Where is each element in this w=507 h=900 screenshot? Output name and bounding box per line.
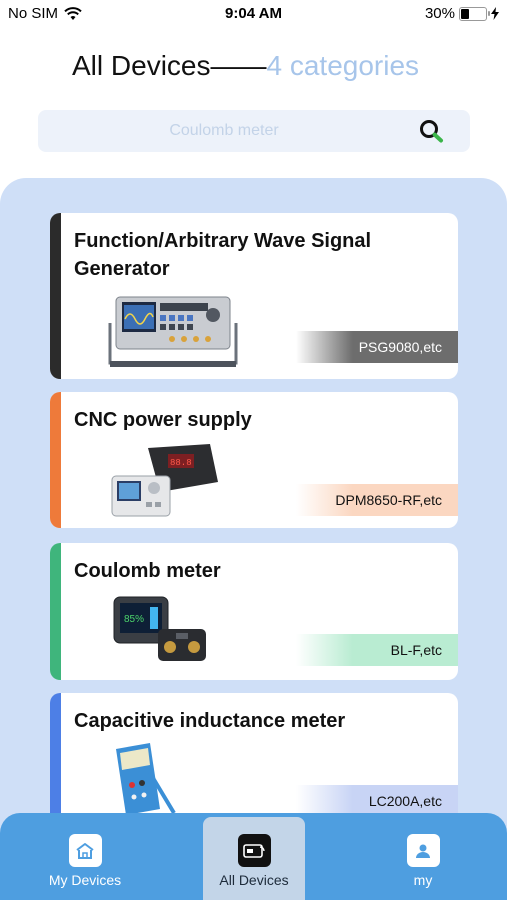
device-name: Function/Arbitrary Wave Signal Generator xyxy=(74,230,372,280)
status-bar: No SIM 9:04 AM 30% xyxy=(0,0,507,28)
svg-text:88.8: 88.8 xyxy=(170,458,192,468)
card-accent-stripe xyxy=(50,392,61,528)
signal-generator-image xyxy=(108,296,238,367)
home-icon xyxy=(68,834,102,867)
charging-icon xyxy=(491,7,499,20)
device-card-icon xyxy=(237,834,271,867)
device-name: CNC power supply xyxy=(74,409,252,431)
card-accent-stripe xyxy=(50,693,61,833)
carrier-label: No SIM xyxy=(8,5,59,22)
device-card-capacitive-inductance-meter[interactable]: Capacitive inductance meter LC200A,etc xyxy=(50,693,458,833)
battery-percent: 30% xyxy=(424,5,455,22)
lc-meter-image xyxy=(116,743,176,815)
battery-icon xyxy=(459,6,490,21)
card-accent-stripe xyxy=(50,543,61,680)
search-icon[interactable] xyxy=(418,119,444,143)
device-card-signal-generator[interactable]: Function/Arbitrary Wave Signal Generator… xyxy=(50,213,458,379)
tab-label: All Devices xyxy=(219,872,289,888)
device-card-cnc-power-supply[interactable]: CNC power supply 88.8 DPM8650-RF,etc xyxy=(50,392,458,528)
coulomb-meter-image: 85% xyxy=(113,596,206,661)
device-model-badge: BL-F,etc xyxy=(296,634,458,666)
card-accent-stripe xyxy=(50,213,61,379)
category-count: 4 categories xyxy=(266,50,420,81)
user-icon xyxy=(406,834,440,867)
clock: 9:04 AM xyxy=(225,5,282,22)
search-bar[interactable]: Coulomb meter xyxy=(38,110,470,152)
page-title: All Devices——4 categories xyxy=(72,50,419,82)
title-text: All Devices xyxy=(72,50,211,81)
tab-my[interactable]: my xyxy=(372,817,474,900)
device-model-badge: DPM8650-RF,etc xyxy=(296,484,458,516)
device-model-badge: LC200A,etc xyxy=(296,785,458,817)
device-name: Capacitive inductance meter xyxy=(74,710,346,732)
tab-my-devices[interactable]: My Devices xyxy=(34,817,136,900)
svg-text:85%: 85% xyxy=(124,614,144,625)
power-supply-image: 88.8 xyxy=(111,444,218,517)
search-input[interactable]: Coulomb meter xyxy=(169,122,279,139)
wifi-icon xyxy=(64,6,82,20)
title-separator: —— xyxy=(210,50,267,81)
device-model-badge: PSG9080,etc xyxy=(296,331,458,363)
device-name: Coulomb meter xyxy=(74,560,221,582)
tab-label: My Devices xyxy=(48,872,122,888)
tab-bar: My Devices All Devices my xyxy=(0,813,507,900)
tab-label: my xyxy=(413,872,433,888)
device-card-coulomb-meter[interactable]: Coulomb meter 85% BL-F,etc xyxy=(50,543,458,680)
tab-all-devices[interactable]: All Devices xyxy=(203,817,305,900)
